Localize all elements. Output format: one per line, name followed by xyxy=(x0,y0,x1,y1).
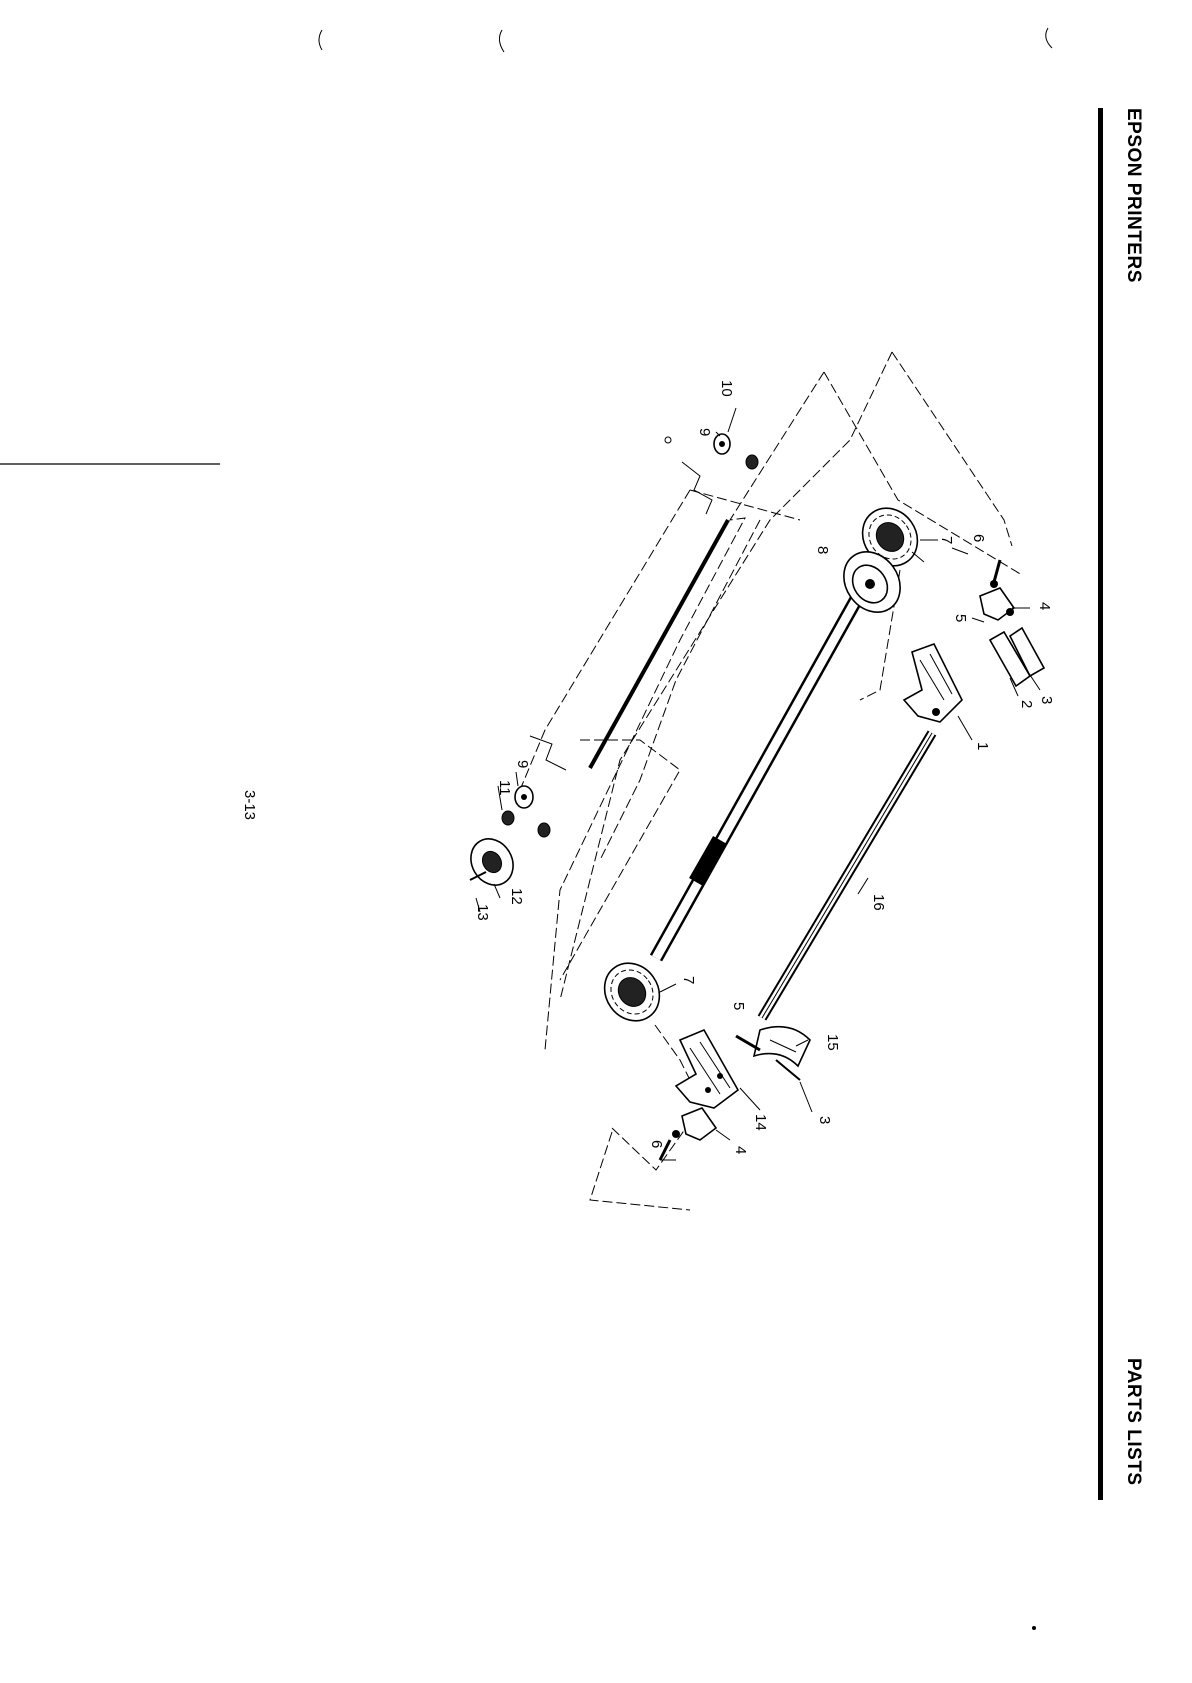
bracket-4-bottom xyxy=(660,1108,716,1160)
screw-6-top xyxy=(990,560,1000,588)
callout-3-top: 3 xyxy=(1038,696,1055,704)
side-frame-14 xyxy=(676,1030,738,1108)
callout-13: 13 xyxy=(474,904,491,921)
callout-14: 14 xyxy=(752,1114,769,1131)
callout-15: 15 xyxy=(824,1034,841,1051)
scan-artefacts xyxy=(0,28,1052,1630)
bushing-9-10-top xyxy=(665,434,758,514)
callout-9-bottom: 9 xyxy=(514,760,531,768)
callout-12: 12 xyxy=(508,888,525,905)
side-frame-1 xyxy=(904,644,962,722)
callout-2-top: 2 xyxy=(1018,700,1035,708)
callout-7-bottom: 7 xyxy=(680,976,697,984)
plate-15 xyxy=(754,1027,810,1066)
assembly-guide-lines xyxy=(520,352,1022,1210)
callout-7-top: 7 xyxy=(938,536,955,544)
callout-1: 1 xyxy=(974,742,991,750)
callout-11: 11 xyxy=(496,780,513,796)
callout-9-top: 9 xyxy=(696,428,713,436)
shaft-16 xyxy=(762,733,932,1018)
tractor-gear-7-bottom xyxy=(593,953,670,1032)
callout-8: 8 xyxy=(814,546,831,554)
callout-4-bottom: 4 xyxy=(732,1146,749,1154)
bracket-4-top xyxy=(980,588,1014,620)
callout-3-bottom: 3 xyxy=(816,1116,833,1124)
callout-10: 10 xyxy=(718,380,735,397)
callout-6-top: 6 xyxy=(970,534,987,542)
callout-5-bottom: 5 xyxy=(730,1002,747,1010)
callout-5-top: 5 xyxy=(952,614,969,622)
callout-4-top: 4 xyxy=(1036,602,1053,610)
callout-16: 16 xyxy=(870,894,887,911)
guide-rod xyxy=(590,520,728,768)
lever-2-top xyxy=(990,628,1044,686)
callout-6-bottom: 6 xyxy=(648,1140,665,1148)
